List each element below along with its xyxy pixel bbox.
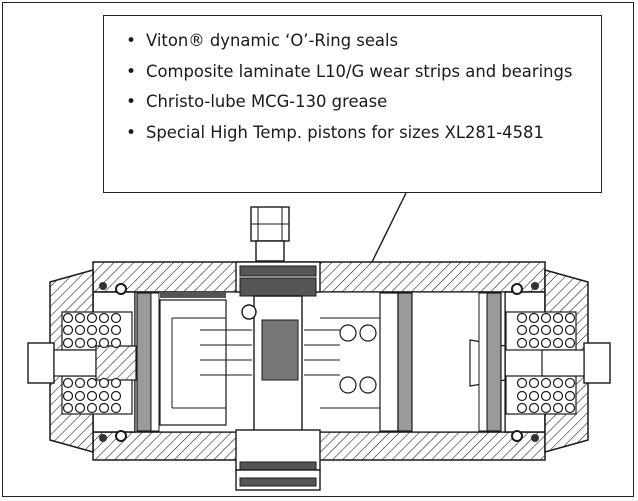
spring-coil <box>86 402 98 414</box>
spring-coil <box>540 377 552 389</box>
feature-item-wear-strips: Composite laminate L10/G wear strips and… <box>124 61 589 84</box>
spring-coil <box>552 324 564 336</box>
spring-coil <box>110 312 122 324</box>
spring-coil <box>528 312 540 324</box>
spring-coil <box>528 390 540 402</box>
spring-coil <box>74 312 86 324</box>
spring-coil <box>516 377 528 389</box>
spring-coil <box>74 337 86 349</box>
spring-coil <box>86 377 98 389</box>
spring-coil <box>564 402 576 414</box>
spring-coil <box>516 390 528 402</box>
spring-coil <box>516 402 528 414</box>
features-callout-box: Viton® dynamic ‘O’-Ring seals Composite … <box>103 15 602 193</box>
spring-coil <box>86 337 98 349</box>
spring-coil <box>540 312 552 324</box>
spring-coil <box>552 390 564 402</box>
spring-coil <box>62 377 74 389</box>
callout-leader-line <box>371 192 407 263</box>
spring-coil <box>110 324 122 336</box>
figure-frame <box>2 2 634 497</box>
spring-coil <box>62 402 74 414</box>
spring-coil <box>86 390 98 402</box>
spring-coil <box>62 324 74 336</box>
spring-coil <box>98 337 110 349</box>
spring-coil <box>98 312 110 324</box>
spring-coil <box>98 377 110 389</box>
feature-item-grease: Christo-lube MCG-130 grease <box>124 91 589 114</box>
spring-coil <box>564 337 576 349</box>
spring-coil <box>528 377 540 389</box>
spring-coil <box>564 324 576 336</box>
feature-item-pistons: Special High Temp. pistons for sizes XL2… <box>124 122 589 145</box>
left-piston <box>136 292 227 432</box>
spring-coil <box>86 324 98 336</box>
spring-coil <box>552 377 564 389</box>
spring-coil <box>540 337 552 349</box>
spring-coil <box>74 377 86 389</box>
spring-coil <box>110 390 122 402</box>
spring-coil <box>540 324 552 336</box>
spring-coil <box>110 377 122 389</box>
spring-coil <box>86 312 98 324</box>
spring-coil <box>98 324 110 336</box>
spring-coil <box>74 390 86 402</box>
spring-coil <box>74 324 86 336</box>
spring-coil <box>528 402 540 414</box>
spring-coil <box>564 377 576 389</box>
spring-coil <box>98 402 110 414</box>
spring-coil <box>98 390 110 402</box>
top-indicator-stem <box>250 206 290 262</box>
pinion-shaft <box>235 261 321 491</box>
spring-coil <box>528 337 540 349</box>
feature-item-seals: Viton® dynamic ‘O’-Ring seals <box>124 30 589 53</box>
spring-coil <box>516 324 528 336</box>
spring-coil <box>62 390 74 402</box>
spring-coil <box>552 337 564 349</box>
spring-coils <box>62 312 576 414</box>
spring-coil <box>540 402 552 414</box>
spring-coil <box>62 337 74 349</box>
spring-coil <box>62 312 74 324</box>
spring-coil <box>552 312 564 324</box>
spring-coil <box>110 402 122 414</box>
o-ring-seals <box>99 282 539 442</box>
spring-coil <box>516 337 528 349</box>
spring-coil <box>540 390 552 402</box>
spring-coil <box>564 312 576 324</box>
spring-coil <box>528 324 540 336</box>
spring-coil <box>74 402 86 414</box>
spring-coil <box>564 390 576 402</box>
spring-coil <box>552 402 564 414</box>
rack-teeth <box>200 329 340 376</box>
features-list: Viton® dynamic ‘O’-Ring seals Composite … <box>104 16 601 144</box>
right-piston <box>320 292 502 432</box>
spring-coil <box>516 312 528 324</box>
spring-coil <box>110 337 122 349</box>
